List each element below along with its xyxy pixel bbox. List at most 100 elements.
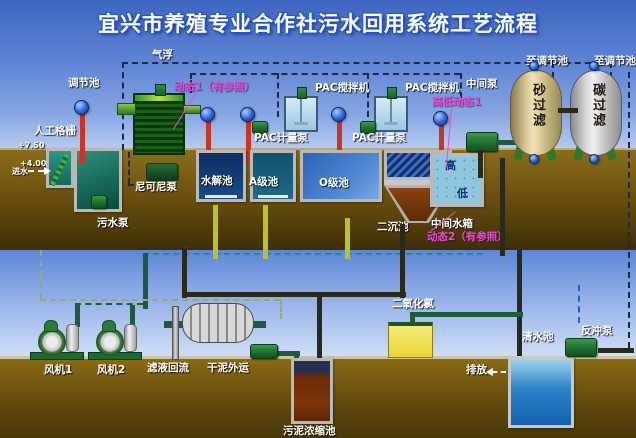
backwash-pipe <box>578 285 580 323</box>
filtrate-return-label: 滤液回流 <box>147 362 189 374</box>
diffuser-bar <box>258 195 288 198</box>
level-gauge <box>74 100 89 115</box>
hydrolysis-label: 水解池 <box>201 175 233 187</box>
to-regulating1-label: 至调节池 <box>526 55 568 67</box>
pipe-backwash-riser <box>628 72 630 348</box>
pipe-dosing-header <box>190 73 460 75</box>
blower-fan1 <box>30 320 84 360</box>
filter-valve <box>589 61 599 71</box>
clean-water-tank <box>508 356 574 428</box>
discharge-arrow <box>486 368 493 376</box>
air-flotation-label: 气浮 <box>152 49 173 61</box>
intermediate-tank-label: 中间水箱 <box>431 218 473 230</box>
level-gauge <box>200 107 215 122</box>
pump-suction-pipe <box>478 150 483 178</box>
a-grade-tank <box>250 150 296 202</box>
level-low-label: 低 <box>457 187 468 200</box>
fan-housing <box>38 328 66 356</box>
backwash-pump-label: 反冲泵 <box>581 325 613 337</box>
filter-valve <box>529 61 539 71</box>
screen-bars <box>49 153 70 187</box>
filter-valve <box>529 154 539 164</box>
pipe-segment <box>500 158 505 256</box>
intermediate-pump <box>466 132 498 152</box>
filtrate-pipe <box>40 299 280 301</box>
cleanwater-feed <box>517 250 522 364</box>
sludge-thickener-tank <box>291 358 333 424</box>
intermediate-pump-label: 中间泵 <box>466 78 498 90</box>
pipe-segment <box>190 73 192 93</box>
submersible-pump <box>91 195 107 209</box>
pac-dosing-pump1 <box>252 121 268 134</box>
sludge-thickener-label: 污泥浓缩池 <box>283 425 336 437</box>
press-stand <box>172 306 179 360</box>
clarifier-band <box>384 180 452 185</box>
pac-dosing-pump2 <box>360 121 376 134</box>
filter-interconnect <box>558 108 578 113</box>
inlet-pipe <box>28 170 44 172</box>
nikuni-pump-label: 尼可尼泵 <box>135 181 177 193</box>
discharge-label: 排放 <box>466 364 487 376</box>
o-grade-label: O级池 <box>319 177 349 189</box>
carbon-filter-vessel: 碳过滤 <box>570 70 622 156</box>
air-receiver <box>124 324 137 352</box>
mixer-paddle <box>294 122 308 125</box>
pipe-segment <box>367 73 369 117</box>
pac-mixer-tank2 <box>374 96 408 132</box>
filter-press-drum <box>182 303 254 343</box>
pipe-segment <box>277 73 279 117</box>
inlet-arrow <box>44 167 51 175</box>
sludge-pipe <box>182 248 187 298</box>
aeration-header <box>143 253 483 255</box>
dynamic1-label: 动态1（有参照） <box>174 81 255 93</box>
sludge-pipe <box>317 292 322 364</box>
inlet-label: 进水 <box>12 167 28 176</box>
pipe-segment <box>128 184 146 186</box>
mixer-shaft <box>300 98 302 124</box>
pipe-segment <box>552 62 554 78</box>
air-receiver <box>66 324 79 352</box>
flotation-top-bar <box>135 95 183 101</box>
to-regulating2-label: 至调节池 <box>594 55 636 67</box>
filter-valve <box>589 154 599 164</box>
level-gauge <box>240 107 255 122</box>
fan1-label: 风机1 <box>44 364 73 376</box>
level-gauge <box>331 107 346 122</box>
sewage-pump-label: 污水泵 <box>97 217 129 229</box>
manual-screen-label: 人工格栅 <box>34 125 76 137</box>
elevation-top-label: +7.50 <box>18 141 45 150</box>
a-grade-label: A级池 <box>249 176 279 188</box>
intermediate-tank: 高 低 <box>430 153 484 207</box>
press-discharge-pump <box>250 344 278 359</box>
blower-riser <box>143 253 148 309</box>
chlorine-dosing-pipe <box>410 312 523 317</box>
clean-water-label: 清水池 <box>522 331 554 343</box>
diffuser-bar <box>205 195 237 198</box>
elevation-inlet-label: +4.00 <box>20 159 47 168</box>
pipe-segment <box>598 348 634 353</box>
sludge-pipe <box>400 224 405 298</box>
filtrate-pipe <box>40 250 42 299</box>
pac-mixer1-label: PAC搅拌机 <box>315 82 370 94</box>
sand-filter-vessel: 砂过滤 <box>510 70 562 156</box>
gauge-stem <box>80 112 85 164</box>
mixer-shaft <box>390 98 392 124</box>
regulating-tank-label: 调节池 <box>68 77 100 89</box>
high-low-dynamic-label: 高低动态1 <box>432 96 482 108</box>
dry-sludge-label: 干泥外运 <box>207 362 249 374</box>
level-gauge <box>433 111 448 126</box>
mixer-paddle <box>384 122 398 125</box>
pipe-return-header <box>122 62 611 64</box>
pac-mixer2-label: PAC搅拌机 <box>405 82 460 94</box>
hydrolysis-tank <box>196 150 246 202</box>
chlorine-dioxide-label: 二氧化氯 <box>392 298 434 310</box>
flotation-motor <box>155 84 166 96</box>
chlorine-dioxide-tank <box>388 322 433 358</box>
o-grade-tank <box>300 150 382 202</box>
clarifier-label: 二沉池 <box>377 221 409 233</box>
blower-fan2 <box>88 320 142 360</box>
sand-filter-label: 砂过滤 <box>530 83 545 128</box>
fan-motor-dome <box>102 320 116 332</box>
pipe-segment <box>460 73 462 98</box>
